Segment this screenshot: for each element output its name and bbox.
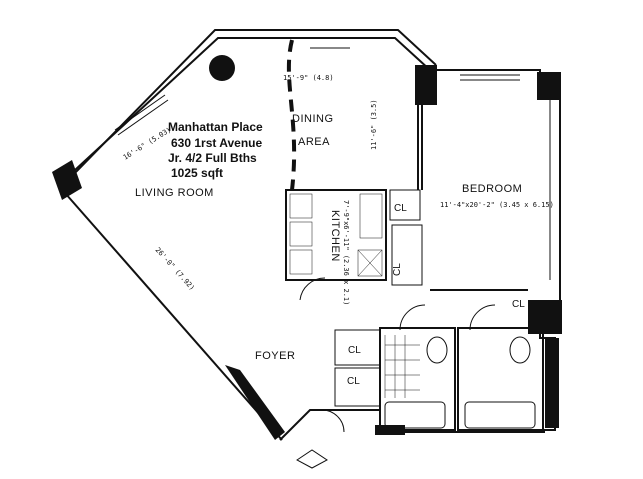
building-name: Manhattan Place xyxy=(168,120,263,134)
dimension-dining-depth: 11'-6" (3.5) xyxy=(370,99,378,150)
room-label-dining: DINING xyxy=(292,113,334,125)
unit-area: 1025 sqft xyxy=(171,166,223,180)
room-label-bedroom: BEDROOM xyxy=(462,183,522,195)
windows xyxy=(114,47,551,280)
dimension-living-diagonal: 26'-0" (7.92) xyxy=(154,246,197,292)
dimension-living-window: 16'-6" (5.03) xyxy=(122,126,173,162)
building-address: 630 1rst Avenue xyxy=(171,136,262,150)
room-labels: LIVING ROOM DINING AREA BEDROOM FOYER KI… xyxy=(135,113,522,362)
closet-label: CL xyxy=(394,203,407,214)
closet-label: CL xyxy=(392,263,403,276)
interior-walls xyxy=(285,100,544,431)
dining-divider xyxy=(286,39,297,191)
dimension-bedroom: 11'-4"x20'-2" (3.45 x 6.15) xyxy=(440,201,554,209)
listing-info: Manhattan Place 630 1rst Avenue Jr. 4/2 … xyxy=(168,120,263,180)
doors xyxy=(296,277,496,469)
dimension-kitchen: 7'-9"x6'-11" (2.36 x 2.1) xyxy=(342,200,350,305)
room-label-dining-area: AREA xyxy=(298,136,330,148)
dimension-dining-width: 15'-9" (4.8) xyxy=(283,74,334,82)
unit-type: Jr. 4/2 Full Bths xyxy=(168,151,257,165)
closet-label: CL xyxy=(348,345,361,356)
room-label-foyer: FOYER xyxy=(255,350,295,362)
tile-floor xyxy=(384,335,420,398)
bathroom-fixtures xyxy=(384,335,536,429)
closet-label: CL xyxy=(512,299,525,310)
closet-labels: CL CL CL CL CL xyxy=(347,203,525,387)
closet-label: CL xyxy=(347,376,360,387)
room-label-living: LIVING ROOM xyxy=(135,187,214,199)
room-label-kitchen: KITCHEN xyxy=(329,210,341,262)
exterior-walls xyxy=(57,29,561,441)
kitchen-fixtures xyxy=(289,193,383,277)
structural-columns xyxy=(52,55,562,440)
